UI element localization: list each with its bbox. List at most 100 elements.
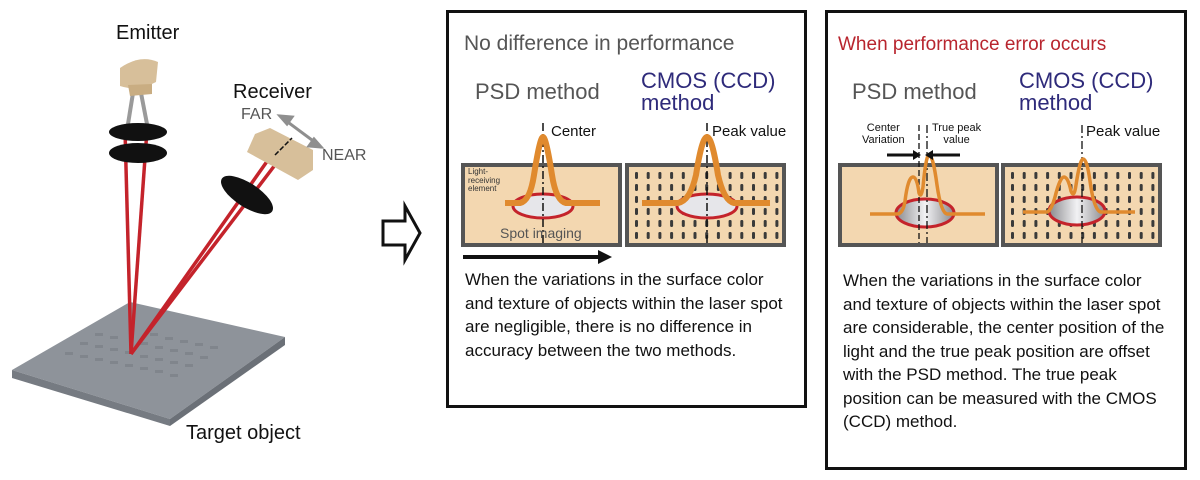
cmos-pixel bbox=[1116, 220, 1120, 227]
cmos-pixel bbox=[728, 220, 732, 227]
cmos-pixel bbox=[1069, 172, 1073, 179]
cmos-pixel bbox=[1022, 172, 1026, 179]
cmos-pixel bbox=[1057, 232, 1061, 239]
cmos-pixel bbox=[646, 172, 650, 179]
psd-spot-diagram bbox=[461, 123, 786, 264]
cmos-pixel bbox=[635, 232, 638, 239]
cmos-pixel bbox=[658, 208, 662, 215]
cmos-pixel bbox=[740, 184, 744, 191]
cmos-pixel bbox=[752, 172, 755, 179]
psd-method-title: PSD method bbox=[475, 79, 600, 104]
cmos-pixel bbox=[635, 208, 638, 215]
peak-value-label-error: Peak value bbox=[1086, 123, 1161, 140]
center-variation-arrow-icon bbox=[913, 150, 921, 160]
light-receiving-line2: receiving bbox=[468, 175, 501, 185]
cmos-pixel bbox=[1034, 196, 1038, 203]
cmos-pixel bbox=[763, 184, 767, 191]
true-peak-value-label: True peak value bbox=[932, 122, 981, 146]
cmos-pixel bbox=[740, 220, 744, 227]
center-label: Center bbox=[551, 123, 597, 140]
cmos-pixel bbox=[1151, 196, 1155, 203]
right-arrow-outline-icon bbox=[381, 200, 422, 266]
true-peak-arrow-icon bbox=[925, 150, 933, 160]
center-variation-line2: Variation bbox=[862, 134, 905, 146]
cmos-pixel bbox=[775, 232, 779, 239]
cmos-pixel bbox=[1104, 196, 1108, 203]
cmos-pixel bbox=[658, 172, 662, 179]
light-receiving-element-label: Light- receiving element bbox=[468, 167, 501, 194]
setup-illustration: Emitter Receiver FAR NEAR Target object bbox=[0, 0, 400, 480]
cmos-method-title-error-line1: CMOS (CCD) bbox=[1019, 68, 1154, 93]
cmos-pixel bbox=[775, 208, 779, 215]
cmos-pixel bbox=[775, 220, 779, 227]
true-peak-line1: True peak bbox=[932, 122, 982, 134]
cmos-pixel bbox=[1034, 232, 1038, 239]
cmos-pixel bbox=[728, 172, 732, 179]
cmos-method-title: CMOS (CCD) method bbox=[641, 70, 775, 114]
cmos-pixel bbox=[1011, 220, 1014, 227]
cmos-pixel bbox=[646, 184, 650, 191]
far-near-arrow-icon bbox=[276, 114, 325, 149]
cmos-pixel bbox=[1128, 172, 1131, 179]
cmos-pixel bbox=[670, 232, 674, 239]
cmos-pixel bbox=[1151, 208, 1155, 215]
emitter-device bbox=[109, 59, 167, 163]
near-label: NEAR bbox=[322, 147, 367, 164]
cmos-pixel bbox=[1034, 184, 1038, 191]
panel-error-description: When the variations in the surface color… bbox=[843, 271, 1165, 431]
cmos-pixel bbox=[1022, 232, 1026, 239]
cmos-pixel bbox=[1011, 184, 1014, 191]
cmos-pixel bbox=[1128, 184, 1131, 191]
cmos-pixel bbox=[646, 220, 650, 227]
cmos-pixel bbox=[1011, 196, 1014, 203]
cmos-pixel bbox=[752, 184, 755, 191]
cmos-pixel bbox=[1011, 172, 1014, 179]
spot-imaging-label: Spot imaging bbox=[500, 225, 582, 241]
cmos-pixel bbox=[1104, 172, 1108, 179]
center-variation-line1: Center bbox=[866, 122, 900, 134]
cmos-pixel bbox=[728, 232, 732, 239]
cmos-pixel bbox=[1139, 184, 1143, 191]
cmos-method-title-line2: method bbox=[641, 90, 715, 115]
cmos-pixel bbox=[1069, 232, 1073, 239]
cmos-method-title-error: CMOS (CCD) method bbox=[1019, 70, 1153, 114]
peak-value-label: Peak value bbox=[712, 123, 787, 140]
cmos-pixel bbox=[681, 232, 685, 239]
cmos-pixel bbox=[646, 208, 650, 215]
cmos-pixel bbox=[1022, 220, 1026, 227]
cmos-pixel bbox=[740, 172, 744, 179]
cmos-pixel bbox=[1151, 220, 1155, 227]
psd-method-title-error: PSD method bbox=[852, 79, 977, 104]
cmos-pixel bbox=[1092, 184, 1096, 191]
cmos-pixel bbox=[716, 232, 720, 239]
cmos-pixel bbox=[1011, 208, 1014, 215]
cmos-pixel bbox=[1151, 172, 1155, 179]
panel-no-difference-description: When the variations in the surface color… bbox=[465, 270, 783, 360]
cmos-pixel bbox=[670, 208, 674, 215]
cmos-pixel bbox=[763, 220, 767, 227]
panel-no-difference-heading: No difference in performance bbox=[464, 32, 735, 55]
panel-error-heading: When performance error occurs bbox=[838, 34, 1107, 55]
cmos-pixel bbox=[740, 208, 744, 215]
cmos-pixel bbox=[1128, 220, 1131, 227]
cmos-pixel bbox=[693, 220, 697, 227]
cmos-pixel bbox=[1139, 196, 1143, 203]
cmos-pixel bbox=[1092, 232, 1096, 239]
cmos-pixel bbox=[1022, 196, 1026, 203]
cmos-pixel bbox=[1022, 184, 1026, 191]
light-receiving-line1: Light- bbox=[468, 167, 489, 176]
cmos-pixel bbox=[1104, 232, 1108, 239]
center-variation-label: Center Variation bbox=[862, 122, 905, 146]
cmos-pixel bbox=[1057, 172, 1061, 179]
cmos-pixel bbox=[752, 232, 755, 239]
cmos-pixel bbox=[1046, 172, 1050, 179]
cmos-pixel bbox=[681, 184, 685, 191]
cmos-pixel bbox=[670, 220, 674, 227]
cmos-method-title-error-line2: method bbox=[1019, 90, 1093, 115]
receiver-device bbox=[221, 128, 313, 215]
far-label: FAR bbox=[241, 106, 273, 123]
scan-arrow-icon bbox=[598, 250, 612, 264]
cmos-pixel bbox=[1139, 208, 1143, 215]
cmos-pixel bbox=[635, 220, 638, 227]
cmos-pixel bbox=[1046, 184, 1050, 191]
